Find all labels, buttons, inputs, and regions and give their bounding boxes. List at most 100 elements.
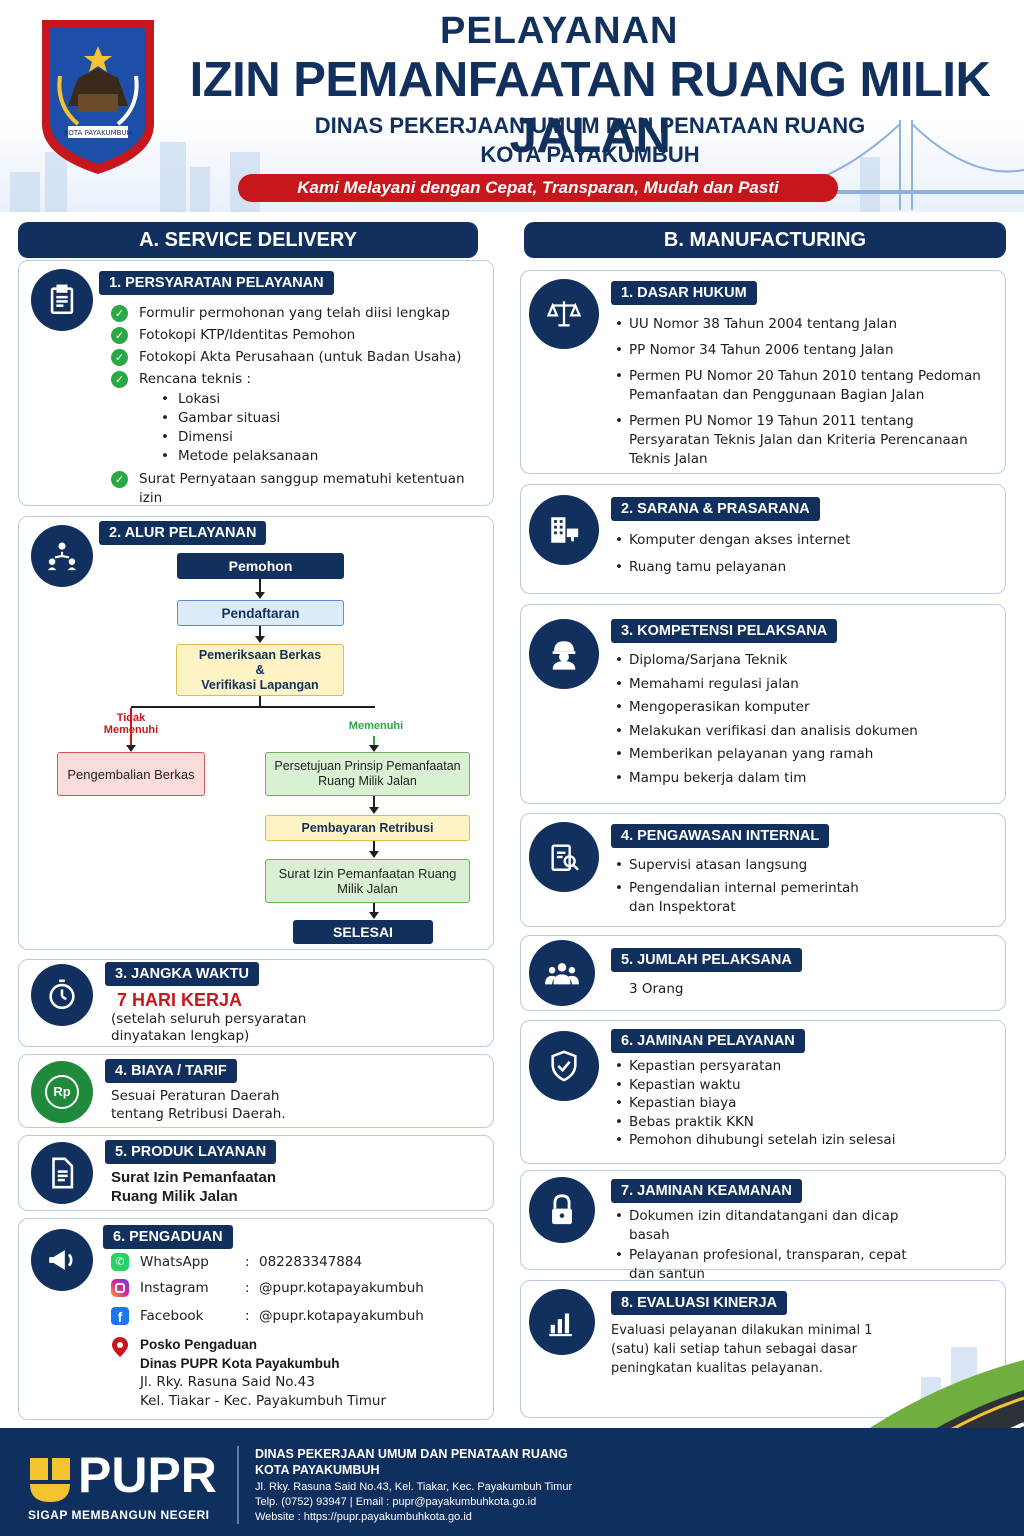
check-icon: ✓	[111, 305, 128, 322]
panel-jumlah: 5. JUMLAH PELAKSANA 3 Orang	[520, 935, 1006, 1011]
flow-arrow-red	[126, 708, 136, 752]
sub-list: Lokasi Gambar situasi Dimensi Metode pel…	[161, 390, 481, 466]
whatsapp-icon[interactable]: ✆	[111, 1253, 129, 1271]
section-a-title: A. SERVICE DELIVERY	[18, 222, 478, 258]
footer-divider	[237, 1446, 239, 1524]
panel-jaminan-pelayanan: 6. JAMINAN PELAYANAN Kepastian persyarat…	[520, 1020, 1006, 1164]
flow-arrow	[369, 796, 379, 814]
check-icon: ✓	[111, 471, 128, 488]
label-alur: 2. ALUR PELAYANAN	[99, 521, 267, 545]
label-jumlah: 5. JUMLAH PELAKSANA	[611, 948, 802, 972]
label-persyaratan: 1. PERSYARATAN PELAYANAN	[99, 271, 334, 295]
flow-pemeriksaan: Pemeriksaan Berkas&Verifikasi Lapangan	[176, 644, 344, 696]
panel-produk: 5. PRODUK LAYANAN Surat Izin Pemanfaatan…	[18, 1135, 494, 1211]
flow-pemohon: Pemohon	[177, 553, 344, 579]
contact-name: WhatsApp	[140, 1254, 209, 1270]
flow-surat-izin: Surat Izin Pemanfaatan Ruang Milik Jalan	[265, 859, 470, 903]
header: KOTA PAYAKUMBUH PELAYANAN IZIN PEMANFAAT…	[0, 0, 1024, 212]
sub-item: Lokasi	[161, 390, 481, 409]
flow-arrow	[369, 841, 379, 858]
workflow-people-icon	[31, 525, 93, 587]
label-pengaduan: 6. PENGADUAN	[103, 1225, 233, 1249]
flow-pengembalian: Pengembalian Berkas	[57, 752, 205, 796]
footer-website[interactable]: Website : https://pupr.payakumbuhkota.go…	[255, 1511, 472, 1523]
panel-jangka-waktu: 3. JANGKA WAKTU 7 HARI KERJA (setelah se…	[18, 959, 494, 1047]
list-item: Kepastian biaya	[613, 1094, 993, 1113]
megaphone-icon	[31, 1229, 93, 1291]
flow-persetujuan: Persetujuan Prinsip Pemanfaatan Ruang Mi…	[265, 752, 470, 796]
flow-pendaftaran: Pendaftaran	[177, 600, 344, 626]
contact-value[interactable]: @pupr.kotapayakumbuh	[259, 1280, 424, 1296]
evaluasi-text: Evaluasi pelayanan dilakukan minimal 1 (…	[611, 1323, 873, 1376]
panel-biaya: Rp 4. BIAYA / TARIF Sesuai Peraturan Dae…	[18, 1054, 494, 1128]
list-item: Melakukan verifikasi dan analisis dokume…	[613, 722, 993, 741]
stopwatch-icon	[31, 964, 93, 1026]
list-item: Ruang tamu pelayanan	[613, 558, 993, 577]
flow-arrow-green	[369, 736, 379, 752]
contact-name: Facebook	[140, 1308, 204, 1324]
building-computer-icon	[529, 495, 599, 565]
label-jaminan-pelayanan: 6. JAMINAN PELAYANAN	[611, 1029, 805, 1053]
pupr-logo-icon	[30, 1458, 70, 1502]
duration-value: 7 HARI KERJA	[117, 990, 243, 1010]
city-emblem: KOTA PAYAKUMBUH	[38, 16, 158, 176]
list-item: Supervisi atasan langsung	[613, 856, 883, 875]
contact-value[interactable]: @pupr.kotapayakumbuh	[259, 1308, 424, 1324]
document-icon	[31, 1142, 93, 1204]
flow-memenuhi: Memenuhi	[348, 720, 404, 732]
city-name: KOTA PAYAKUMBUH	[480, 142, 700, 167]
flow-line	[259, 696, 261, 706]
list-item: Permen PU Nomor 20 Tahun 2010 tentang Pe…	[613, 367, 993, 405]
panel-sarana: 2. SARANA & PRASARANA Komputer dengan ak…	[520, 484, 1006, 594]
title-line-1: PELAYANAN	[440, 10, 679, 52]
check-icon: ✓	[111, 371, 128, 388]
title-line-2: IZIN PEMANFAATAN RUANG MILIK JALAN	[189, 53, 991, 163]
location-pin-icon	[112, 1337, 128, 1357]
rupiah-icon: Rp	[31, 1061, 93, 1123]
panel-alur: 2. ALUR PELAYANAN	[18, 516, 494, 950]
competency-list: Diploma/Sarjana Teknik Memahami regulasi…	[613, 651, 993, 788]
flow-line	[131, 706, 375, 708]
pupr-brand: PUPR	[78, 1447, 217, 1503]
list-item: Bebas praktik KKN	[613, 1113, 993, 1132]
worker-helmet-icon	[529, 619, 599, 689]
footer-phone-email: Telp. (0752) 93947 | Email : pupr@payaku…	[255, 1496, 537, 1508]
check-icon: ✓	[111, 349, 128, 366]
list-item: Kepastian persyaratan	[613, 1057, 993, 1076]
label-biaya: 4. BIAYA / TARIF	[105, 1059, 237, 1083]
list-item: Memahami regulasi jalan	[613, 675, 993, 694]
flow-selesai: SELESAI	[293, 920, 433, 944]
flow-pembayaran: Pembayaran Retribusi	[265, 815, 470, 841]
list-item: Mampu bekerja dalam tim	[613, 769, 993, 788]
clipboard-search-icon	[529, 822, 599, 892]
guarantee-list: Kepastian persyaratan Kepastian waktu Ke…	[613, 1057, 993, 1150]
sub-item: Gambar situasi	[161, 409, 481, 428]
list-item: Permen PU Nomor 19 Tahun 2011 tentang Pe…	[613, 412, 993, 469]
list-item: ✓Rencana teknis : Lokasi Gambar situasi …	[111, 370, 481, 466]
panel-dasar-hukum: 1. DASAR HUKUM UU Nomor 38 Tahun 2004 te…	[520, 270, 1006, 474]
contact-sep: :	[245, 1254, 250, 1270]
biaya-text: Sesuai Peraturan Daerah tentang Retribus…	[111, 1088, 286, 1122]
facebook-icon[interactable]: f	[111, 1307, 129, 1325]
panel-pengaduan: 6. PENGADUAN ✆ WhatsApp : 082283347884 I…	[18, 1218, 494, 1420]
bar-chart-icon	[529, 1289, 595, 1355]
supervision-list: Supervisi atasan langsung Pengendalian i…	[613, 856, 883, 917]
list-item: Pengendalian internal pemerintah dan Ins…	[613, 879, 883, 917]
contact-sep: :	[245, 1280, 250, 1296]
security-list: Dokumen izin ditandatangani dan dicap ba…	[613, 1207, 913, 1284]
list-item: Dokumen izin ditandatangani dan dicap ba…	[613, 1207, 913, 1245]
sub-item: Metode pelaksanaan	[161, 447, 481, 466]
list-item: ✓Fotokopi KTP/Identitas Pemohon	[111, 326, 481, 345]
flow-arrow	[255, 579, 265, 599]
list-item: Mengoperasikan komputer	[613, 698, 993, 717]
shield-check-icon	[529, 1031, 599, 1101]
scales-icon	[529, 279, 599, 349]
instagram-icon[interactable]	[111, 1279, 129, 1297]
duration-note: (setelah seluruh persyaratan dinyatakan …	[111, 1011, 307, 1044]
label-jangka-waktu: 3. JANGKA WAKTU	[105, 962, 259, 986]
contact-value[interactable]: 082283347884	[259, 1254, 363, 1270]
check-icon: ✓	[111, 327, 128, 344]
list-item: ✓Surat Pernyataan sanggup mematuhi keten…	[111, 470, 481, 508]
